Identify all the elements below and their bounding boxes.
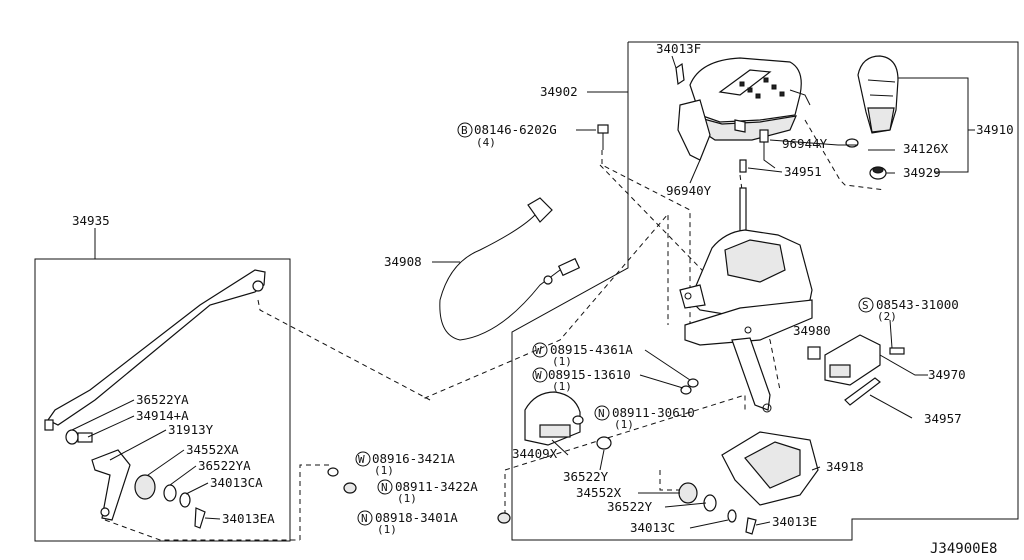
shift-knob — [845, 55, 899, 180]
callout-08911-30610: N 08911-30610 (1) — [594, 405, 695, 431]
label-34013C: 34013C — [630, 520, 675, 535]
label-34013CA: 34013CA — [210, 475, 263, 490]
callout-08146: B 08146-6202G (4) — [457, 122, 557, 149]
label-96944Y: 96944Y — [782, 136, 828, 151]
label-34918: 34918 — [826, 459, 864, 474]
qty-08918: (1) — [377, 523, 397, 536]
label-96940Y: 96940Y — [666, 183, 712, 198]
label-31913Y: 31913Y — [168, 422, 214, 437]
prefix-08146: B — [461, 124, 468, 137]
label-36522YA-b: 36522YA — [198, 458, 251, 473]
callout-08911-3422A: N 08911-3422A (1) — [377, 479, 478, 505]
callout-08915-4361A: W 08915-4361A (1) — [532, 342, 633, 368]
connector-96944Y — [759, 129, 776, 169]
prefix-08915-4361A: W — [535, 344, 542, 357]
shift-lock-unit — [807, 334, 905, 406]
label-34013E: 34013E — [772, 514, 817, 529]
assembly-guide-lines — [104, 119, 886, 541]
qty-08916: (1) — [374, 464, 394, 477]
shift-indicator-cover — [677, 57, 811, 161]
clip-34013F — [675, 62, 685, 86]
qty-08915-13610: (1) — [552, 380, 572, 393]
label-34929: 34929 — [903, 165, 941, 180]
label-34951: 34951 — [784, 164, 822, 179]
qty-08915-4361A: (1) — [552, 355, 572, 368]
prefix-08911-3422A: N — [381, 481, 388, 494]
prefix-08916: W — [358, 453, 365, 466]
callout-08543: S 08543-31000 (2) — [858, 297, 959, 323]
label-34902: 34902 — [540, 84, 578, 99]
label-34980: 34980 — [793, 323, 831, 338]
qty-08911-30610: (1) — [614, 418, 634, 431]
lock-bracket — [524, 391, 612, 450]
prefix-08543: S — [862, 299, 869, 312]
callout-08918: N 08918-3401A (1) — [357, 510, 458, 536]
assembly-frame-left — [34, 258, 291, 542]
label-34935: 34935 — [72, 213, 110, 228]
label-36522Y-a: 36522Y — [563, 469, 609, 484]
bushing-34552X — [678, 482, 757, 535]
callout-08915-13610: W 08915-13610 (1) — [532, 367, 631, 393]
leader-lines — [71, 55, 975, 529]
label-08146-6202G: 08146-6202G — [474, 122, 557, 137]
label-34013F: 34013F — [656, 41, 701, 56]
qty-08911-3422A: (1) — [397, 492, 417, 505]
label-08915-4361A: 08915-4361A — [550, 342, 633, 357]
prefix-08918: N — [361, 512, 368, 525]
label-34126X: 34126X — [903, 141, 949, 156]
mounting-plate — [721, 431, 819, 506]
label-34970: 34970 — [928, 367, 966, 382]
label-36522Y-b: 36522Y — [607, 499, 653, 514]
prefix-08915-13610: W — [535, 369, 542, 382]
label-08911-30610: 08911-30610 — [612, 405, 695, 420]
label-36522YA-a: 36522YA — [136, 392, 189, 407]
label-34908: 34908 — [384, 254, 422, 269]
washer-nut-small — [327, 378, 699, 524]
shifter-base — [679, 187, 813, 413]
diagram-reference-code: J34900E8 — [930, 541, 997, 557]
assembly-frame-right — [511, 41, 1019, 541]
label-08915-13610: 08915-13610 — [548, 367, 631, 382]
label-08916-3421A: 08916-3421A — [372, 451, 455, 466]
shift-lock-cable — [439, 197, 581, 341]
qty-08543: (2) — [877, 310, 897, 323]
label-34013EA: 34013EA — [222, 511, 275, 526]
label-34957: 34957 — [924, 411, 962, 426]
part-labels: 34013F 34902 34910 B 08146-6202G (4) 969… — [72, 41, 1014, 557]
callout-08916: W 08916-3421A (1) — [355, 451, 455, 477]
qty-08146: (4) — [476, 136, 496, 149]
pin-34951 — [739, 159, 747, 173]
label-34910: 34910 — [976, 122, 1014, 137]
label-34552X: 34552X — [576, 485, 622, 500]
prefix-08911-30610: N — [598, 407, 605, 420]
label-08911-3422A: 08911-3422A — [395, 479, 478, 494]
label-08543-31000: 08543-31000 — [876, 297, 959, 312]
label-34409X: 34409X — [512, 446, 558, 461]
label-08918-3401A: 08918-3401A — [375, 510, 458, 525]
label-34914A: 34914+A — [136, 408, 189, 423]
label-34552XA: 34552XA — [186, 442, 239, 457]
bolt-08146 — [597, 124, 609, 150]
control-lever-rod — [44, 269, 266, 431]
lever-bushing-parts — [65, 429, 206, 529]
